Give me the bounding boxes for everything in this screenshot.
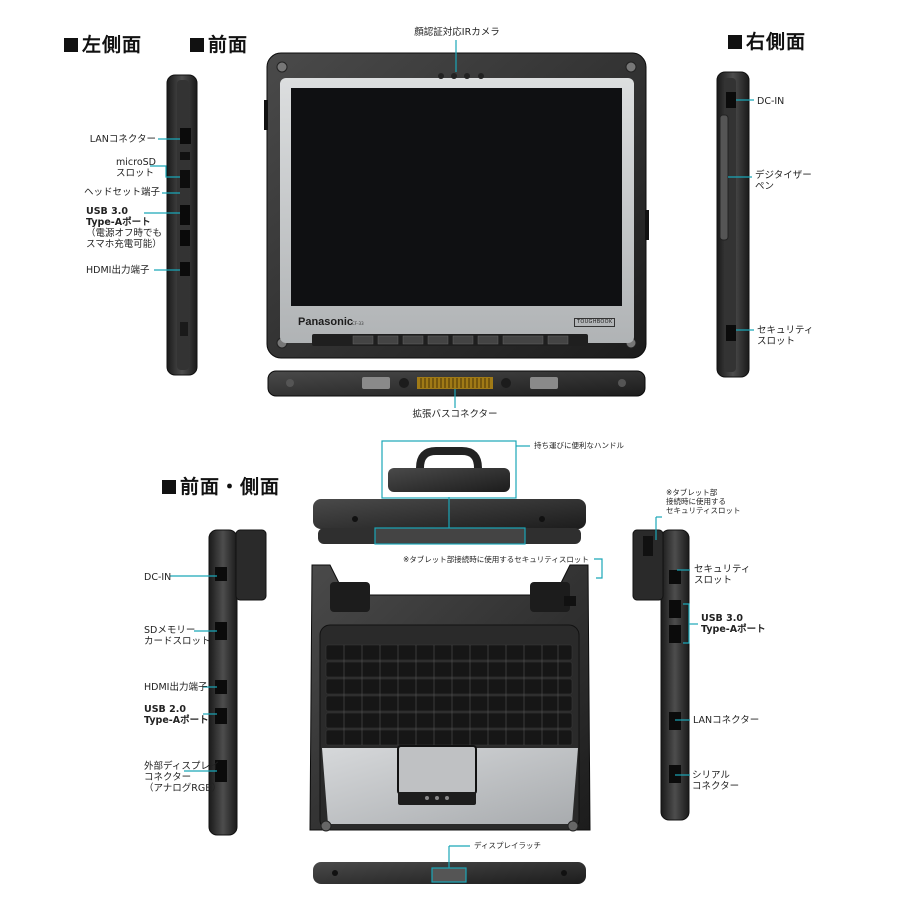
front-tablet	[264, 52, 649, 359]
fs-left-view	[208, 529, 267, 836]
label-kb-security-note: ※タブレット部接続時に使用するセキュリティスロット	[403, 555, 589, 564]
label-left-usb30-note: （電源オフ時でも スマホ充電可能）	[86, 228, 163, 250]
label-ir-camera: 顔認証対応IRカメラ	[414, 27, 500, 38]
label-display-latch: ディスプレイラッチ	[474, 841, 541, 850]
label-left-usb30: USB 3.0 Type-Aポート	[86, 206, 151, 228]
label-fs-vga: 外部ディスプレイ コネクター （アナログRGB）	[144, 761, 222, 794]
fs-right-view	[632, 529, 690, 821]
heading-front-side: 前面・側面	[162, 472, 280, 499]
fs-left-leaders	[170, 575, 217, 772]
right-side-view	[716, 71, 750, 378]
kb-bottom-edge	[313, 862, 586, 884]
label-fs-security: セキュリティ スロット	[694, 564, 751, 586]
label-fs-serial: シリアル コネクター	[692, 770, 740, 792]
brand-logo: Panasonic	[298, 316, 354, 328]
label-fs-usb30: USB 3.0 Type-Aポート	[701, 613, 766, 635]
label-right-security: セキュリティ スロット	[757, 325, 814, 347]
label-fs-usb20: USB 2.0 Type-Aポート	[144, 704, 209, 726]
windows-icon	[452, 335, 474, 345]
keyboard-base	[309, 564, 591, 832]
label-right-dcin: DC-IN	[757, 96, 785, 107]
right-side-leaders	[728, 99, 754, 331]
heading-right-side: 右側面	[728, 27, 806, 54]
lock-icon	[643, 536, 653, 556]
handle-view	[381, 440, 517, 499]
heading-front: 前面	[190, 30, 248, 57]
kb-security-leader	[594, 558, 603, 579]
model-label: CF-33	[352, 321, 364, 326]
toughbook-badge: TOUGHBOOK	[574, 318, 616, 327]
label-left-lan: LANコネクター	[89, 134, 156, 145]
label-fs-hdmi: HDMI出力端子	[144, 682, 208, 693]
label-tablet-security-note: ※タブレット部 接続時に使用する セキュリティスロット	[666, 488, 741, 515]
label-fs-dcin: DC-IN	[144, 572, 172, 583]
label-handle: 持ち運びに便利なハンドル	[534, 441, 624, 450]
key-grid	[325, 644, 573, 746]
tablet-bottom-edge	[267, 370, 646, 397]
label-left-microsd: microSD スロット	[116, 157, 156, 179]
left-side-view	[166, 74, 198, 376]
left-side-leaders	[144, 138, 180, 271]
label-left-hdmi: HDMI出力端子	[86, 265, 150, 276]
label-left-headset: ヘッドセット端子	[83, 187, 160, 198]
label-expansion-bus: 拡張バスコネクター	[412, 409, 498, 420]
power-icon	[547, 335, 569, 345]
label-fs-sd: SDメモリー カードスロット	[144, 625, 211, 647]
label-fs-lan: LANコネクター	[693, 715, 760, 726]
label-right-pen: デジタイザー ペン	[755, 170, 812, 192]
fs-right-leaders	[655, 516, 698, 776]
camera-icon	[438, 73, 444, 79]
heading-left-side: 左側面	[64, 30, 142, 57]
